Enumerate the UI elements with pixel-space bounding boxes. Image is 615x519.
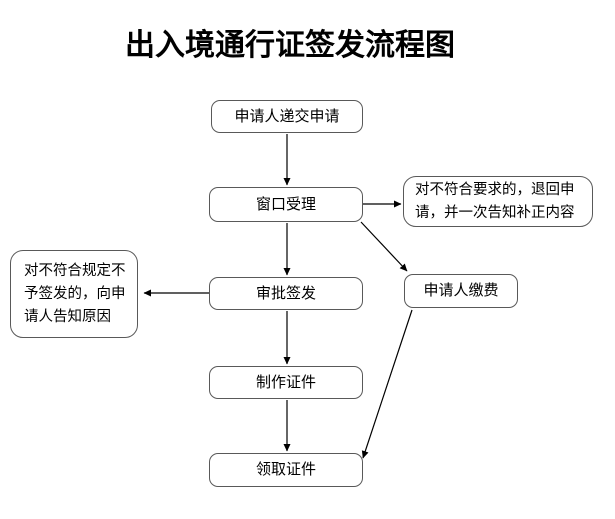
node-make-document: 制作证件 [209, 366, 363, 399]
node-approval-issuance: 审批签发 [209, 277, 363, 310]
node-collect-document-label: 领取证件 [255, 461, 316, 478]
node-collect-document: 领取证件 [209, 453, 363, 487]
node-rejection-reason-note: 对不符合规定不 予签发的，向申 请人告知原因 [10, 250, 138, 338]
return-note-line-1: 对不符合要求的，退回申 [415, 181, 575, 198]
diagram-title: 出入境通行证签发流程图 [125, 29, 455, 62]
node-applicant-submit: 申请人递交申请 [211, 100, 363, 133]
node-window-acceptance-label: 窗口受理 [255, 195, 316, 213]
node-applicant-submit-label: 申请人递交申请 [234, 107, 340, 125]
reject-note-line-2: 予签发的，向申 [24, 285, 126, 302]
node-applicant-payment-label: 申请人缴费 [423, 282, 499, 299]
reject-note-line-1: 对不符合规定不 [24, 262, 126, 279]
node-applicant-payment: 申请人缴费 [404, 274, 518, 308]
node-window-acceptance: 窗口受理 [209, 187, 363, 222]
edge-accept-to-pay [360, 221, 408, 272]
node-approval-issuance-label: 审批签发 [255, 284, 316, 302]
return-note-line-2: 请，并一次告知补正内容 [415, 204, 575, 221]
node-return-application-note: 对不符合要求的，退回申 请，并一次告知补正内容 [403, 176, 593, 227]
reject-note-line-3: 请人告知原因 [24, 308, 111, 325]
node-make-document-label: 制作证件 [255, 373, 316, 391]
edge-pay-to-receive [361, 309, 413, 459]
